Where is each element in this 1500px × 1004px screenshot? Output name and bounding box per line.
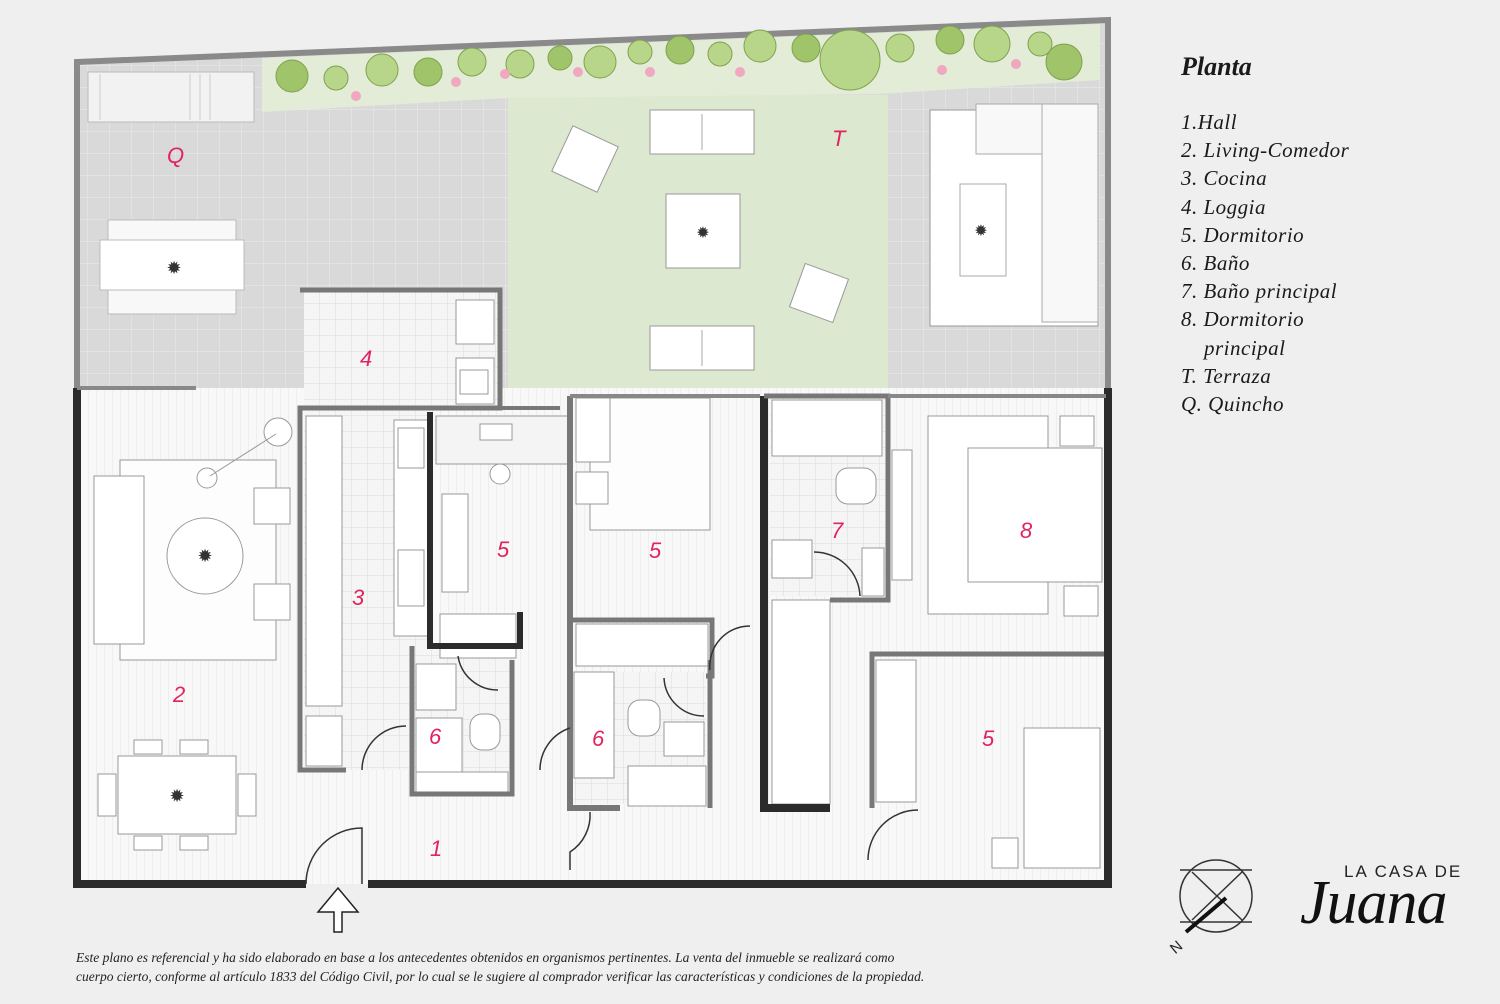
flower	[500, 69, 510, 79]
shrub	[583, 45, 617, 79]
interior-furniture: ✹ ✹	[93, 299, 1103, 869]
svg-text:✹: ✹	[166, 258, 181, 279]
room-label-8: 8	[1020, 518, 1033, 543]
flower	[735, 67, 745, 77]
shrub	[1027, 31, 1053, 57]
legend-item: Q. Quincho	[1181, 392, 1284, 417]
shrub	[1045, 43, 1083, 81]
room-label-1: 1	[430, 836, 442, 861]
disclaimer-line: Este plano es referencial y ha sido elab…	[76, 950, 895, 965]
room-label-6b: 6	[592, 726, 605, 751]
legend-item: 5. Dormitorio	[1181, 222, 1305, 247]
compass-north-label: N	[1167, 938, 1186, 958]
legend-item: 4. Loggia	[1181, 194, 1267, 219]
disclaimer: Este plano es referencial y ha sido elab…	[76, 948, 1136, 986]
legend-item: 6. Baño	[1181, 251, 1250, 276]
svg-text:✹: ✹	[974, 221, 987, 240]
room-label-6a: 6	[429, 724, 442, 749]
doors	[305, 551, 919, 885]
shrub	[973, 25, 1011, 63]
terrace-furniture: ✹ ✹	[551, 103, 1099, 371]
shrub	[707, 41, 733, 67]
garden-shrubs	[275, 25, 1083, 101]
shrub	[323, 65, 349, 91]
brand-logo: Juana	[1300, 869, 1448, 937]
shrub	[365, 53, 399, 87]
room-labels: Q T 4 2 3 5 5 5 7 8 6 6 1	[167, 126, 1033, 861]
room-label-7: 7	[831, 518, 844, 543]
shrub	[665, 35, 695, 65]
flower	[451, 77, 461, 87]
shrub	[935, 25, 965, 55]
brand-top-text: LA CASA DE	[1344, 862, 1463, 881]
legend-item: 2. Living-Comedor	[1181, 138, 1350, 163]
legend-title: Planta	[1181, 52, 1252, 81]
shrub	[505, 49, 535, 79]
walls	[73, 287, 1112, 888]
shrub	[819, 29, 881, 91]
shrub	[743, 29, 777, 63]
quincho-table: ✹	[99, 219, 245, 315]
compass-icon: N	[1167, 859, 1253, 958]
room-label-5b: 5	[649, 538, 662, 563]
svg-text:✹: ✹	[169, 786, 184, 807]
disclaimer-line: cuerpo cierto, conforme al artículo 1833…	[76, 969, 925, 984]
legend-item: 1.Hall	[1181, 110, 1238, 134]
legend-item: 7. Baño principal	[1181, 279, 1338, 304]
flower	[573, 67, 583, 77]
shrub	[885, 33, 915, 63]
shrub	[275, 59, 309, 93]
entry-arrow	[316, 886, 360, 933]
shrub	[457, 47, 487, 77]
shrub	[413, 57, 443, 87]
flower	[1011, 59, 1021, 69]
flower	[645, 67, 655, 77]
room-label-5c: 5	[982, 726, 995, 751]
legend-item: principal	[1181, 335, 1286, 360]
room-label-2: 2	[172, 682, 185, 707]
legend-item: 8. Dormitorio	[1181, 307, 1305, 332]
shrub	[547, 45, 573, 71]
room-label-5a: 5	[497, 537, 510, 562]
room-label-t: T	[832, 126, 847, 151]
legend-item: 3. Cocina	[1181, 166, 1268, 191]
legend-list: 1.Hall 2. Living-Comedor 3. Cocina 4. Lo…	[1181, 108, 1349, 418]
room-label-3: 3	[352, 585, 365, 610]
shrub	[791, 33, 821, 63]
flower	[351, 91, 361, 101]
room-label-4: 4	[360, 346, 372, 371]
outdoor-stairs	[87, 71, 255, 123]
shrub	[627, 39, 653, 65]
flower	[937, 65, 947, 75]
room-label-q: Q	[167, 143, 184, 168]
svg-text:✹: ✹	[197, 546, 212, 567]
svg-text:✹: ✹	[696, 223, 709, 242]
legend-item: T. Terraza	[1181, 363, 1272, 388]
